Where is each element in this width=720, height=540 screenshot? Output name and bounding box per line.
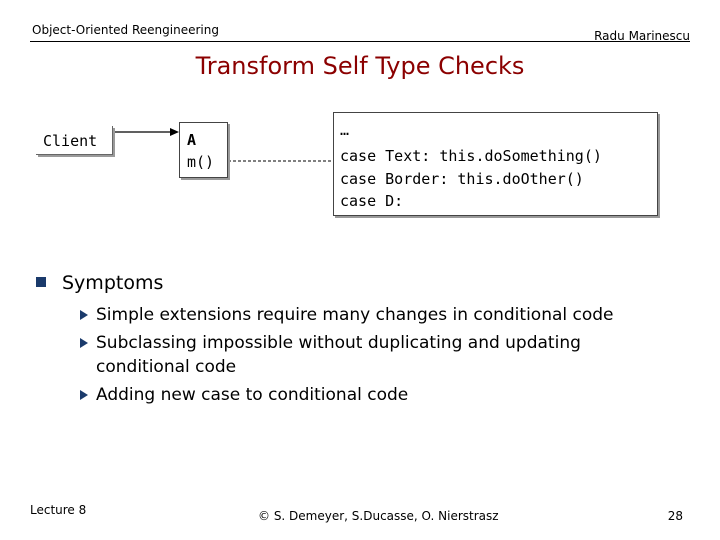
code-line: case Border: this.doOther() <box>340 170 584 188</box>
list-item: Simple extensions require many changes i… <box>80 303 680 327</box>
code-line: case Text: this.doSomething() <box>340 147 602 165</box>
list-item-text: Adding new case to conditional code <box>96 385 409 405</box>
author-name: Radu Marinescu <box>594 29 690 43</box>
symptoms-heading: Symptoms <box>62 272 164 294</box>
list-item: Subclassing impossible without duplicati… <box>80 331 680 379</box>
list-item-text: Subclassing impossible without duplicati… <box>96 333 581 377</box>
triangle-bullet-icon <box>80 310 88 320</box>
symptoms-bullet: Symptoms <box>36 272 163 294</box>
copyright-text: © S. Demeyer, S.Ducasse, O. Nierstrasz <box>258 509 499 523</box>
class-name: A <box>187 131 197 149</box>
list-item-text: Simple extensions require many changes i… <box>96 305 614 325</box>
page-number: 28 <box>667 509 683 523</box>
code-line: case D: <box>340 192 404 210</box>
square-bullet-icon <box>36 277 46 287</box>
course-title: Object-Oriented Reengineering <box>32 23 219 37</box>
client-label: Client <box>43 132 98 150</box>
list-item: Adding new case to conditional code <box>80 383 680 407</box>
client-box: Client <box>36 126 113 155</box>
header-divider <box>30 41 690 42</box>
triangle-bullet-icon <box>80 338 88 348</box>
slide-title: Transform Self Type Checks <box>195 52 525 80</box>
code-line: … <box>340 121 350 139</box>
code-note-box: … case Text: this.doSomething() case Bor… <box>333 112 658 216</box>
triangle-bullet-icon <box>80 390 88 400</box>
lecture-label: Lecture 8 <box>30 503 87 517</box>
class-a-box: A m() <box>179 122 228 178</box>
arrow-head-icon <box>170 128 179 136</box>
method-name: m() <box>187 153 215 171</box>
